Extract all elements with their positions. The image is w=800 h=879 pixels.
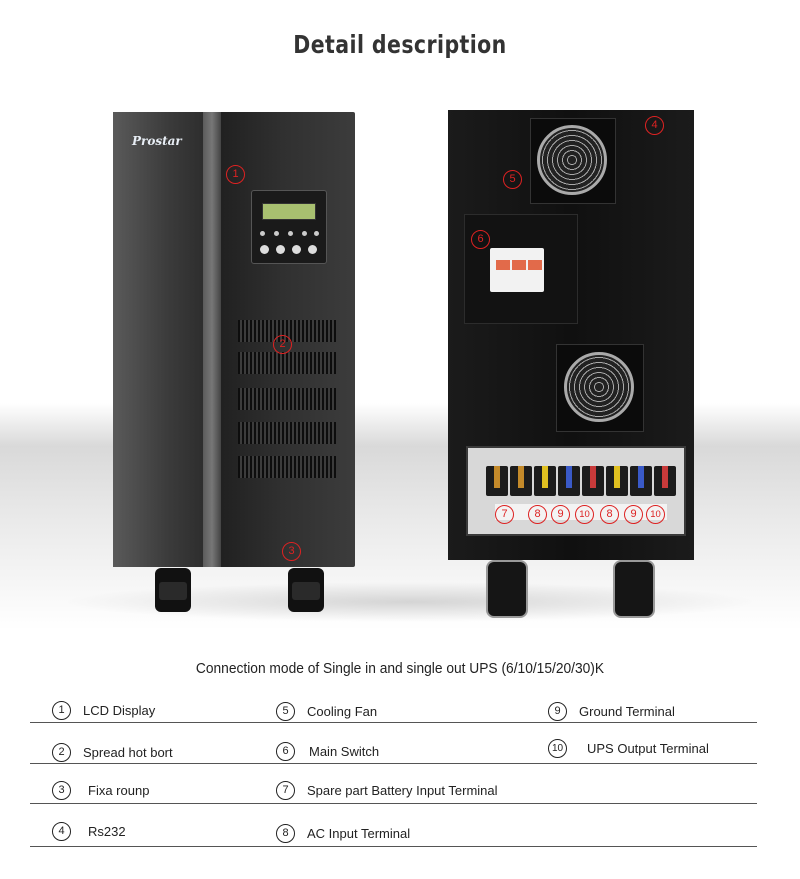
legend-item: 2 Spread hot bort [52,743,173,762]
divider [30,803,757,804]
lcd-control-panel [251,190,327,264]
legend-item: 4 Rs232 [52,822,126,841]
marker-8: 8 [528,505,547,524]
page-title: Detail description [293,30,507,59]
marker-10b: 10 [646,505,665,524]
lcd-screen [262,203,316,220]
terminal-block [534,466,556,496]
divider [30,763,757,764]
terminal-block [510,466,532,496]
legend-number: 9 [548,702,567,721]
legend-number: 3 [52,781,71,800]
connection-caption: Connection mode of Single in and single … [195,661,605,677]
legend-label: AC Input Terminal [307,826,411,841]
vent-grille [238,422,336,444]
legend-number: 2 [52,743,71,762]
legend-label: Fixa rounp [88,783,150,798]
marker-9: 9 [551,505,570,524]
vent-grille [238,352,336,374]
indicator-led [260,231,265,236]
legend-item: 10 UPS Output Terminal [548,739,709,758]
legend-label: UPS Output Terminal [587,741,709,756]
legend-item: 8 AC Input Terminal [276,824,410,843]
legend-number: 5 [276,702,295,721]
marker-5: 5 [503,170,522,189]
divider [30,846,757,847]
terminal-block [654,466,676,496]
cooling-fan-icon [564,352,634,422]
legend-number: 4 [52,822,71,841]
legend-label: Cooling Fan [307,704,378,719]
legend-number: 7 [276,781,295,800]
legend-item: 9 Ground Terminal [548,702,675,721]
marker-8b: 8 [600,505,619,524]
legend-item: 1 LCD Display [52,701,155,720]
control-button [276,245,285,254]
terminal-block [486,466,508,496]
indicator-led [302,231,307,236]
cooling-fan-icon [537,125,607,195]
legend-number: 1 [52,701,71,720]
vent-grille [238,456,336,478]
control-button [292,245,301,254]
legend-label: LCD Display [83,703,156,718]
vent-grille [238,320,336,342]
main-switch [490,248,544,292]
legend-number: 8 [276,824,295,843]
terminal-block [558,466,580,496]
product-photo: Prostar [0,90,800,630]
caster-wheel [486,560,528,618]
marker-1: 1 [226,165,245,184]
caster-wheel [613,560,655,618]
legend-item: 6 Main Switch [276,742,379,761]
indicator-led [274,231,279,236]
marker-10: 10 [575,505,594,524]
caster-wheel [155,568,191,612]
legend-item: 7 Spare part Battery Input Terminal [276,781,498,800]
terminal-block [630,466,652,496]
indicator-led [288,231,293,236]
legend-number: 6 [276,742,295,761]
marker-2: 2 [273,335,292,354]
control-button [260,245,269,254]
marker-9b: 9 [624,505,643,524]
indicator-led [314,231,319,236]
vent-grille [238,388,336,410]
caster-wheel [288,568,324,612]
marker-3: 3 [282,542,301,561]
legend-label: Spread hot bort [83,745,173,760]
legend-label: Rs232 [88,824,126,839]
legend-item: 5 Cooling Fan [276,702,377,721]
front-cabinet-side [113,112,205,567]
marker-4: 4 [645,116,664,135]
legend-item: 3 Fixa rounp [52,781,149,800]
terminal-block [582,466,604,496]
brand-logo: Prostar [132,134,182,148]
marker-7: 7 [495,505,514,524]
terminal-block [606,466,628,496]
front-cabinet-edge [203,112,221,567]
control-button [308,245,317,254]
marker-6: 6 [471,230,490,249]
legend-label: Main Switch [309,744,380,759]
legend-label: Spare part Battery Input Terminal [307,783,498,798]
legend-number: 10 [548,739,567,758]
legend-label: Ground Terminal [579,704,675,719]
divider [30,722,757,723]
